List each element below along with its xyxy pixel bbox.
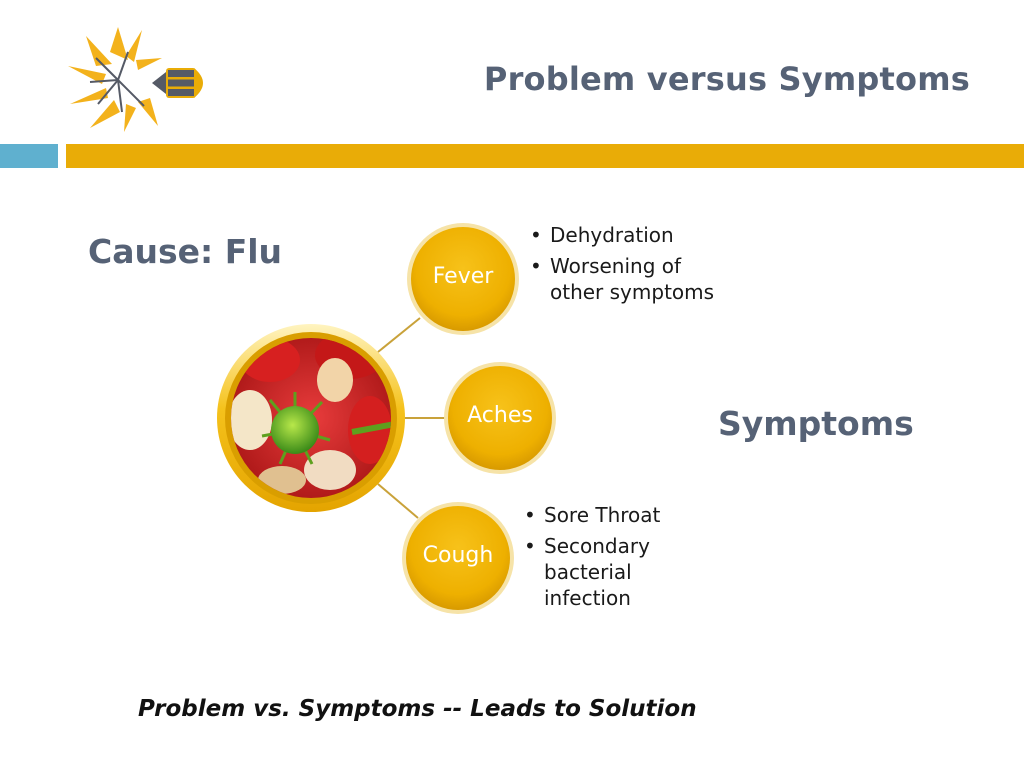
slide-title: Problem versus Symptoms: [483, 60, 970, 98]
header-bar-blue: [0, 144, 58, 168]
node-label-cough: Cough: [422, 543, 494, 568]
flu-virus-blood-cells-image: [231, 338, 391, 498]
node-aches: [444, 362, 556, 474]
cause-label: Cause: Flu: [88, 232, 283, 271]
header-bar-gold: [66, 144, 1024, 168]
footer-caption: Problem vs. Symptoms -- Leads to Solutio…: [138, 696, 697, 722]
list-item: Worsening of other symptoms: [528, 253, 718, 305]
symptoms-label: Symptoms: [718, 404, 914, 443]
sunburst-pencil-logo-icon: [68, 27, 203, 132]
connector-lines: [377, 317, 446, 519]
center-image-circle: [217, 324, 405, 512]
cough-bullet-list: Sore Throat Secondary bacterial infectio…: [522, 502, 692, 616]
list-item: Secondary bacterial infection: [522, 533, 692, 611]
node-label-aches: Aches: [467, 403, 533, 428]
list-item: Sore Throat: [522, 502, 692, 528]
list-item: Dehydration: [528, 222, 718, 248]
node-label-fever: Fever: [432, 264, 494, 289]
node-cough: [402, 502, 514, 614]
node-fever: [407, 223, 519, 335]
fever-bullet-list: Dehydration Worsening of other symptoms: [528, 222, 718, 310]
